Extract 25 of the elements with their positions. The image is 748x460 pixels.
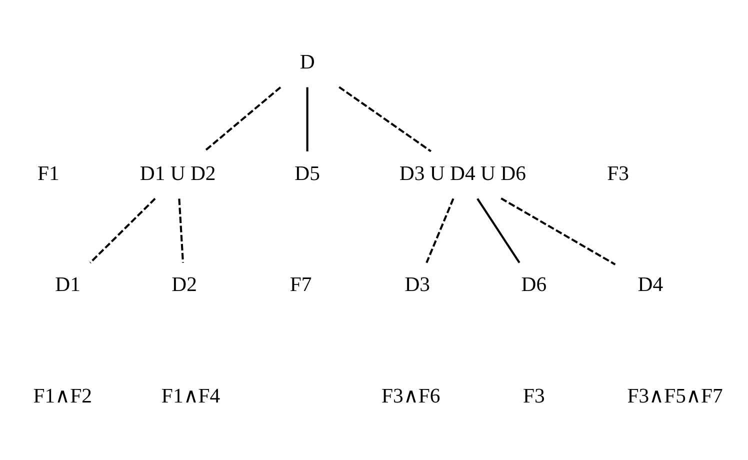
connector [500,197,616,265]
connector [89,197,156,263]
label: F7 [290,274,312,296]
connector [338,86,432,152]
node-text: D1 U D2 [140,162,216,184]
node-text: D1 [55,274,80,296]
label: F3∧F6 [382,384,440,407]
connector [204,86,282,152]
label: F3 [607,162,629,184]
connector [306,86,308,151]
label: F3 [522,384,545,407]
node-text: D5 [294,162,320,184]
connector [426,198,454,263]
node-text: D2 [172,274,197,296]
label: F1∧F2 [33,384,92,407]
connector [476,198,520,263]
connector [178,198,184,262]
node-text: D [300,50,315,73]
label: F3∧F5∧F7 [627,384,723,407]
node-text: D3 [404,274,430,296]
node-text: D4 [638,274,664,296]
node-text: D3 U D4 U D6 [399,162,526,184]
node-text: D6 [521,274,547,296]
label: F1∧F4 [161,384,220,407]
label: F1 [37,162,60,184]
